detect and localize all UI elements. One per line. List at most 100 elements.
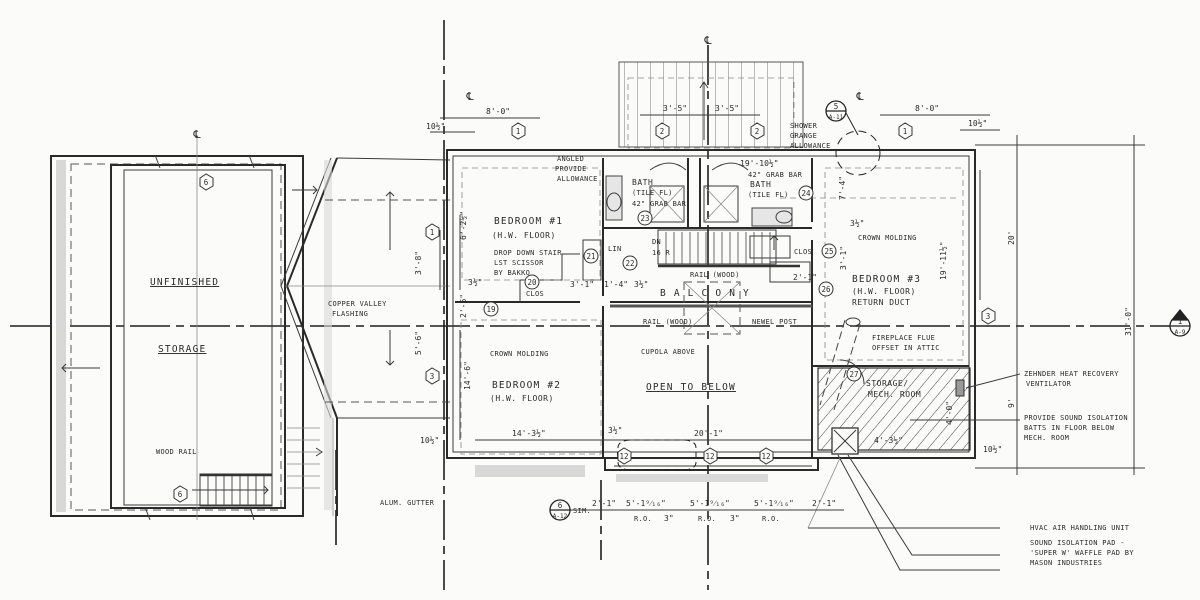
note-grab-bar-1: 42" GRAB BAR — [632, 200, 687, 208]
rear-deck — [618, 61, 804, 149]
label-bedroom-2-floor: (H.W. FLOOR) — [490, 394, 554, 403]
note-fireplace-2: OFFSET IN ATTIC — [872, 344, 940, 352]
dim-top-mid-2: 3'-5" — [715, 104, 739, 113]
note-crown-molding-br3: CROWN MOLDING — [858, 234, 917, 242]
annotations: WOOD RAIL COPPER VALLEY FLASHING ALUM. G… — [156, 122, 1134, 567]
tag-window-2-left: 2 — [660, 127, 665, 136]
note-alum-gutter: ALUM. GUTTER — [380, 499, 435, 507]
dim-closet-31: 3'-1" — [570, 280, 594, 289]
dim-bottom-21a: 2'-1" — [592, 499, 616, 508]
tag-door-23: 23 — [640, 214, 649, 223]
tag-door-25: 25 — [824, 247, 833, 256]
dim-mech-width: 4'-3½" — [874, 435, 903, 445]
dim-closet-14: 1'-4" — [604, 280, 628, 289]
tag-text: 1 1 1 2 2 3 3 6 6 12 12 12 19 20 21 22 2… — [178, 34, 1186, 520]
dim-overall-20: 20' — [1007, 231, 1016, 245]
roof-valley — [280, 157, 451, 516]
tag-window-3-left: 3 — [430, 372, 435, 381]
note-angled-1: ANGLED — [557, 155, 584, 163]
dim-overall-31: 31'-0" — [1124, 307, 1133, 336]
label-mech-room: MECH. ROOM — [868, 390, 921, 399]
note-dn-risers: 16 R — [652, 249, 671, 257]
label-bath-1: BATH — [632, 178, 653, 187]
dim-overall-9: 9' — [1007, 398, 1016, 408]
note-newel-post: NEWEL POST — [752, 318, 798, 326]
dim-bedroom3-3h: 3½" — [850, 218, 864, 228]
centerline-symbol-right: ℄ — [855, 90, 863, 103]
dim-bedroom2-height: 14'-6" — [463, 361, 472, 390]
note-angled-3: ALLOWANCE — [557, 175, 598, 183]
dim-bedroom3-74: 7'-4" — [838, 176, 847, 200]
label-bedroom-1-floor: (H.W. FLOOR) — [492, 231, 556, 240]
section-markers — [549, 100, 1191, 521]
tag-section-bottom-sheet: A-12 — [553, 513, 568, 520]
label-bath-1-tile: (TILE FL) — [632, 189, 673, 197]
note-pad-1: SOUND ISOLATION PAD - — [1030, 539, 1125, 547]
note-hvac: HVAC AIR HANDLING UNIT — [1030, 524, 1130, 532]
note-cupola-above: CUPOLA ABOVE — [641, 348, 695, 356]
note-shower-2: GRANGE — [790, 132, 817, 140]
main-stair — [610, 229, 812, 335]
dim-bedroom1-a: 3'-8" — [414, 251, 423, 275]
label-storage: STORAGE — [158, 344, 206, 355]
dim-bedroom3-31: 3'-1" — [839, 246, 848, 270]
dim-closet-3h: 3½" — [634, 279, 648, 289]
tag-door-22: 22 — [625, 259, 634, 268]
dim-bedroom3-21: 2'-1" — [793, 273, 817, 282]
centerline-symbol-deck: ℄ — [703, 34, 711, 47]
dimension-lines — [430, 114, 1145, 511]
tag-window-6-top: 6 — [204, 178, 209, 187]
note-drop-stair-1: DROP DOWN STAIR — [494, 249, 562, 257]
dim-bath-width: 19'-10½" — [740, 158, 779, 168]
dim-bottom-21b: 2'-1" — [812, 499, 836, 508]
tag-window-1-left: 1 — [516, 127, 521, 136]
tag-door-19: 19 — [486, 305, 495, 314]
label-balcony: B A L C O N Y — [660, 288, 750, 299]
storage-wing — [50, 135, 323, 521]
tag-door-27: 27 — [849, 370, 858, 379]
dim-bottom-3a: 3" — [664, 514, 674, 523]
dim-bottom-51a: 5'-1⁹⁄₁₆" — [626, 499, 666, 508]
note-pad-2: 'SUPER W' WAFFLE PAD BY — [1030, 549, 1134, 557]
label-bath-2: BATH — [750, 180, 771, 189]
label-bedroom-1: BEDROOM #1 — [494, 216, 563, 227]
note-rail-wood-2: RAIL (WOOD) — [643, 318, 693, 326]
dim-bedroom2-ten: 10½" — [420, 435, 439, 445]
tag-section-top-num: 5 — [834, 102, 839, 111]
note-copper-valley-1: COPPER VALLEY — [328, 300, 387, 308]
tag-section-right-num: 1 — [1178, 317, 1183, 326]
tag-window-12-c: 12 — [761, 452, 770, 461]
note-pad-3: MASON INDUSTRIES — [1030, 559, 1102, 567]
tag-door-24: 24 — [801, 189, 811, 198]
tag-window-2-right: 2 — [755, 127, 760, 136]
label-bedroom-3: BEDROOM #3 — [852, 274, 921, 285]
tag-door-26: 26 — [821, 285, 831, 294]
dim-open-width: 20'-1" — [694, 429, 723, 438]
tag-window-12-b: 12 — [705, 452, 714, 461]
mech-room — [807, 317, 1021, 571]
note-drop-stair-3: BY BAKKO — [494, 269, 530, 277]
centerline-symbol-left: ℄ — [465, 90, 473, 103]
note-shower-3: ALLOWANCE — [790, 142, 831, 150]
label-open-to-below: OPEN TO BELOW — [646, 382, 736, 393]
dim-bedroom1-c: 2'-6" — [459, 294, 468, 318]
note-dn: DN — [652, 238, 661, 246]
tag-section-right-sheet: A-9 — [1175, 329, 1186, 336]
note-crown-molding-br2: CROWN MOLDING — [490, 350, 549, 358]
dim-mech-height: 4'-0" — [945, 401, 954, 425]
bath-fixtures — [605, 162, 793, 227]
note-drop-stair-2: LST SCISSOR — [494, 259, 544, 267]
tag-window-1-side: 1 — [430, 228, 435, 237]
dim-top-left: 8'-0" — [486, 107, 510, 116]
label-bedroom-3-return: RETURN DUCT — [852, 298, 910, 307]
note-rail-wood-1: RAIL (WOOD) — [690, 271, 740, 279]
dim-bedroom3-19: 19'-11½" — [938, 241, 948, 280]
label-storage-mech: STORAGE/ — [866, 379, 909, 388]
room-labels: UNFINISHED STORAGE BEDROOM #1 (H.W. FLOO… — [150, 178, 921, 403]
dim-open-35: 3½" — [608, 425, 622, 435]
note-sim: SIM. — [573, 507, 591, 515]
dim-bedroom2-5: 5'-6" — [414, 331, 423, 355]
label-linen: LIN — [608, 245, 622, 253]
note-zehnder-2: VENTILATOR — [1026, 380, 1072, 388]
label-closet-25: CLOS — [794, 248, 812, 256]
